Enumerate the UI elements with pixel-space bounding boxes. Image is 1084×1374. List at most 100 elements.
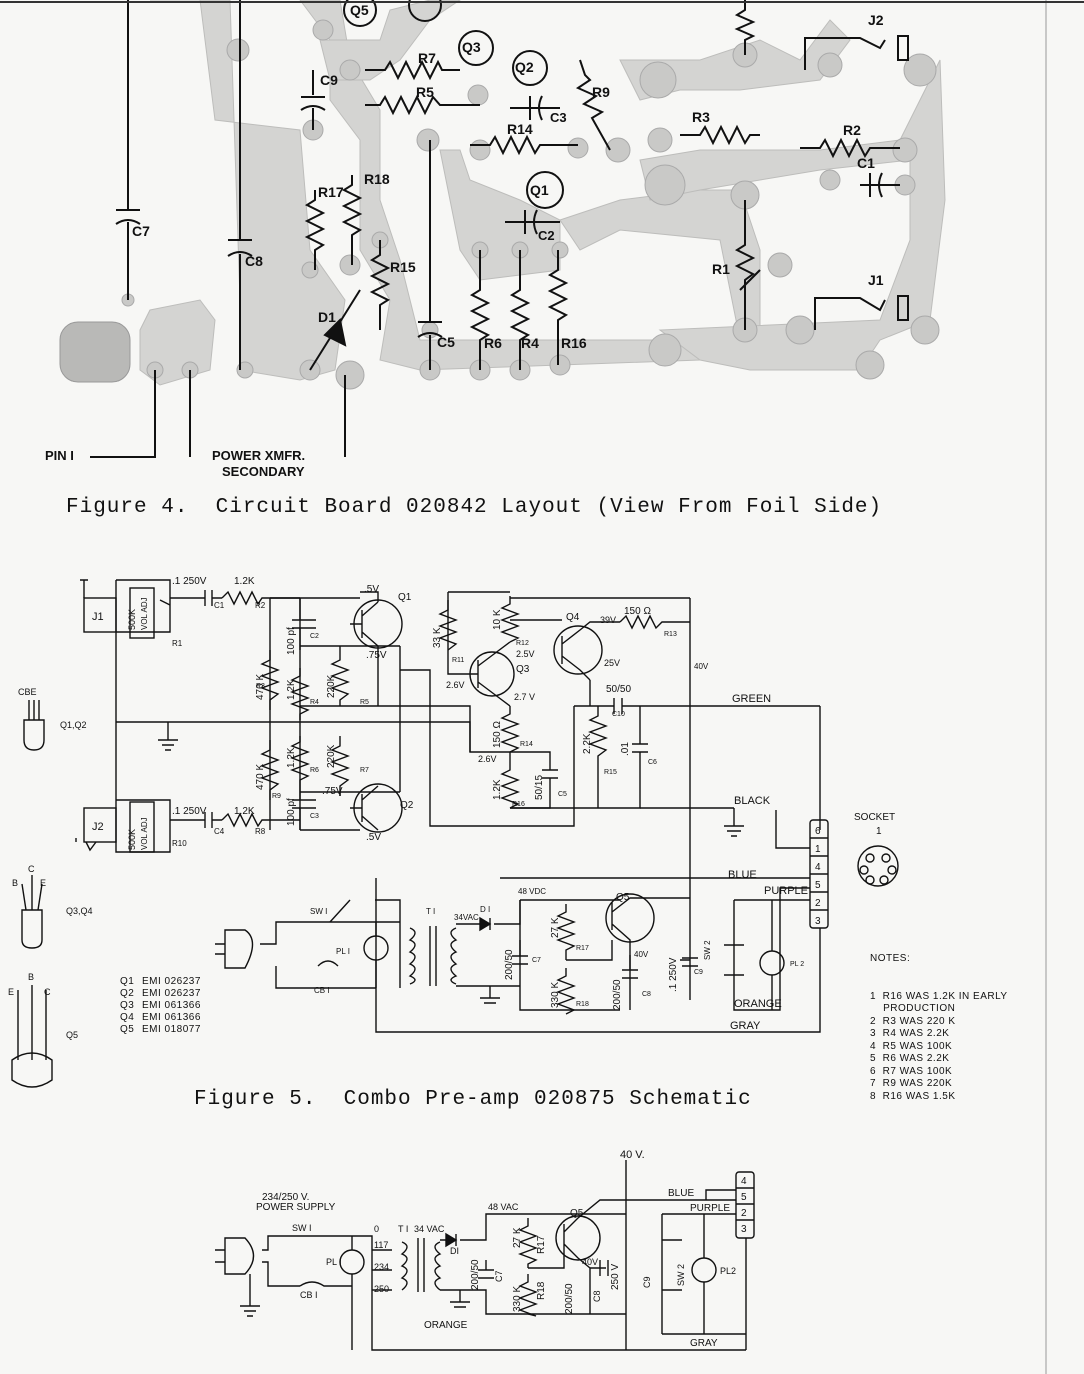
label-wire-green: GREEN xyxy=(732,693,771,705)
label-r7-value: 220K xyxy=(326,744,337,768)
label-34vac: 34VAC xyxy=(454,913,479,922)
label-secondary: SECONDARY xyxy=(222,464,305,479)
label-q4: Q4 xyxy=(566,612,580,623)
label-d1: D I xyxy=(480,905,490,914)
label-c10: C10 xyxy=(612,711,625,718)
label-r6: R6 xyxy=(484,335,502,351)
label-pl2: PL2 xyxy=(720,1266,736,1276)
label-q3: Q3 xyxy=(516,664,530,675)
label-48vdc: 48 VDC xyxy=(518,887,546,896)
note-line: 4 R5 WAS 100K xyxy=(870,1040,953,1052)
label-r18-value: 330 K xyxy=(512,1286,523,1312)
label-cbe: CBE xyxy=(18,687,37,697)
label-q3-bvolt: 2.6V xyxy=(446,680,465,690)
label-pl2: PL 2 xyxy=(790,961,804,968)
label-q1-volt: .5V xyxy=(364,584,379,595)
label-supply-voltage: 234/250 V. xyxy=(262,1192,309,1203)
label-c7: C7 xyxy=(494,1270,504,1282)
label-tap-234: 234 xyxy=(374,1262,389,1272)
power-supply-schematic: 40 V. 234/250 V. POWER SUPPLY SW I PL I … xyxy=(215,1149,755,1351)
socket-pin-numbers: 6 1 4 5 2 3 xyxy=(815,826,821,927)
label-q5-type: Q5 xyxy=(66,1030,78,1040)
pin-3: 3 xyxy=(741,1224,747,1235)
label-c9: C9 xyxy=(320,72,338,88)
label-t1: T I xyxy=(398,1224,408,1234)
label-socket: SOCKET xyxy=(854,812,895,823)
label-q1-bvolt: .75V xyxy=(366,650,387,661)
label-wire-gray: GRAY xyxy=(730,1020,761,1032)
label-q5: Q5 xyxy=(616,892,630,903)
label-pl1: PL I xyxy=(326,1257,342,1267)
label-vol-adj1: VOL ADJ xyxy=(140,597,149,630)
label-pot2: 500K xyxy=(127,829,137,850)
label-r11: R11 xyxy=(452,657,464,664)
label-r15-value: 2.2K xyxy=(582,733,593,754)
label-c10-value: 50/50 xyxy=(606,684,631,695)
label-wire-purple: PURPLE xyxy=(764,885,808,897)
label-r1: R1 xyxy=(172,639,183,648)
label-cb1: CB I xyxy=(314,986,330,995)
label-tap-117: 117 xyxy=(374,1240,388,1250)
label-r18-value: 330 K xyxy=(550,982,561,1008)
label-c4-value: .1 250V xyxy=(172,806,207,817)
pin-4: 4 xyxy=(741,1176,747,1187)
label-r6-value: 1.2K xyxy=(286,747,297,768)
label-q4-evolt: 25V xyxy=(604,658,620,668)
label-q3q4: Q3,Q4 xyxy=(66,906,93,916)
label-r16-value: 1.2K xyxy=(492,779,503,800)
label-r4: R4 xyxy=(521,335,539,351)
label-r10: R10 xyxy=(172,839,187,848)
label-c9: C9 xyxy=(642,1276,652,1288)
label-40v: 40V xyxy=(694,662,709,671)
label-sw1: SW I xyxy=(292,1223,312,1233)
label-r9: R9 xyxy=(272,793,281,800)
label-r470b: 470 K xyxy=(255,764,266,790)
label-r5: R5 xyxy=(416,84,434,100)
label-c1: C1 xyxy=(214,601,225,610)
label-vol-adj2: VOL ADJ xyxy=(140,817,149,850)
label-r8-value: 1.2K xyxy=(234,806,255,817)
transistor-part: EMI 026237 xyxy=(142,976,201,987)
label-q2: Q2 xyxy=(515,59,534,75)
label-r12: R12 xyxy=(516,640,529,647)
label-r7: R7 xyxy=(418,50,436,66)
note-line: 3 R4 WAS 2.2K xyxy=(870,1028,950,1039)
label-c2: C2 xyxy=(310,633,319,640)
label-r13-value: 150 Ω xyxy=(624,606,651,617)
label-c8-value: 200/50 xyxy=(564,1283,575,1314)
label-r2: R2 xyxy=(843,122,861,138)
pin-6: 6 xyxy=(815,826,821,837)
pin-5: 5 xyxy=(741,1192,747,1203)
label-r17: R17 xyxy=(576,945,589,952)
label-40v: 40 V. xyxy=(620,1149,645,1161)
label-wire-orange: ORANGE xyxy=(424,1320,468,1331)
label-t1: T I xyxy=(426,907,435,916)
label-c9-value: 250 V xyxy=(610,1264,621,1290)
label-c9: C9 xyxy=(694,969,703,976)
label-q5-volt: 40V xyxy=(582,1257,598,1267)
note-line: 2 R3 WAS 220 K xyxy=(870,1015,956,1027)
label-c-pin-q5: C xyxy=(44,987,51,997)
label-r17-value: 27 K xyxy=(512,1227,523,1248)
label-sw2: SW 2 xyxy=(703,940,712,960)
label-r14: R14 xyxy=(520,741,533,748)
note-line: 1 R16 WAS 1.2K IN EARLY xyxy=(870,990,1008,1002)
label-c8-value: 200/50 xyxy=(612,979,623,1010)
label-c-pin: C xyxy=(28,864,35,874)
circuit-board-layout: Q5 Q3 Q2 Q1 R7 R5 R9 R14 C3 R3 R2 C1 C9 … xyxy=(45,0,946,479)
label-wire-blue: BLUE xyxy=(668,1188,694,1199)
label-q5: Q5 xyxy=(570,1208,584,1219)
label-r12-value: 10 K xyxy=(492,609,503,630)
label-b-pin-q5: B xyxy=(28,972,34,982)
label-q5-evolt: 40V xyxy=(634,950,649,959)
label-q1q2: Q1,Q2 xyxy=(60,720,87,730)
label-r4: R4 xyxy=(310,699,319,706)
label-100pf-a: 100 pf xyxy=(286,627,297,655)
label-wire-blue: BLUE xyxy=(728,869,757,881)
transistor-name: Q3 xyxy=(120,1000,135,1011)
note-line: 5 R6 WAS 2.2K xyxy=(870,1053,950,1064)
